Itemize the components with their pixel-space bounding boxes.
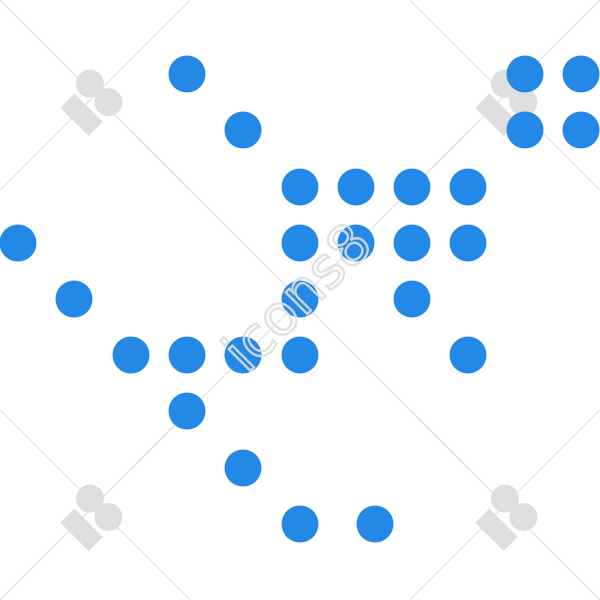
icons8-logo-mark <box>60 69 123 137</box>
watermark-logo-marks <box>60 69 538 552</box>
icon-dot <box>449 168 487 206</box>
icon-dot <box>112 336 150 374</box>
icon-dot <box>168 336 206 374</box>
icon-dot <box>224 449 262 487</box>
icon-dot <box>281 168 319 206</box>
icons8-logo-mark <box>475 484 538 552</box>
icon-dot <box>168 392 206 430</box>
icon-dot <box>281 505 319 543</box>
icon-dot <box>337 168 375 206</box>
icons8-logo-mark <box>60 484 123 552</box>
icon-dot <box>393 280 431 318</box>
icon-dot <box>449 336 487 374</box>
icon-dots <box>0 55 600 543</box>
icon-dot <box>281 280 319 318</box>
icon-dot <box>281 224 319 262</box>
icon-dot <box>562 111 600 149</box>
icon-dot <box>224 111 262 149</box>
icon-dot <box>337 224 375 262</box>
icon-dot <box>506 55 544 93</box>
icon-dot <box>449 224 487 262</box>
icon-dot <box>0 224 37 262</box>
icon-dot <box>168 55 206 93</box>
icon-dot <box>356 505 394 543</box>
icon-dot <box>393 224 431 262</box>
icon-dot <box>562 55 600 93</box>
icon-dot <box>281 336 319 374</box>
icon-dot <box>506 111 544 149</box>
icon-dot <box>393 168 431 206</box>
icon-dot <box>55 280 93 318</box>
icon-dot <box>224 336 262 374</box>
